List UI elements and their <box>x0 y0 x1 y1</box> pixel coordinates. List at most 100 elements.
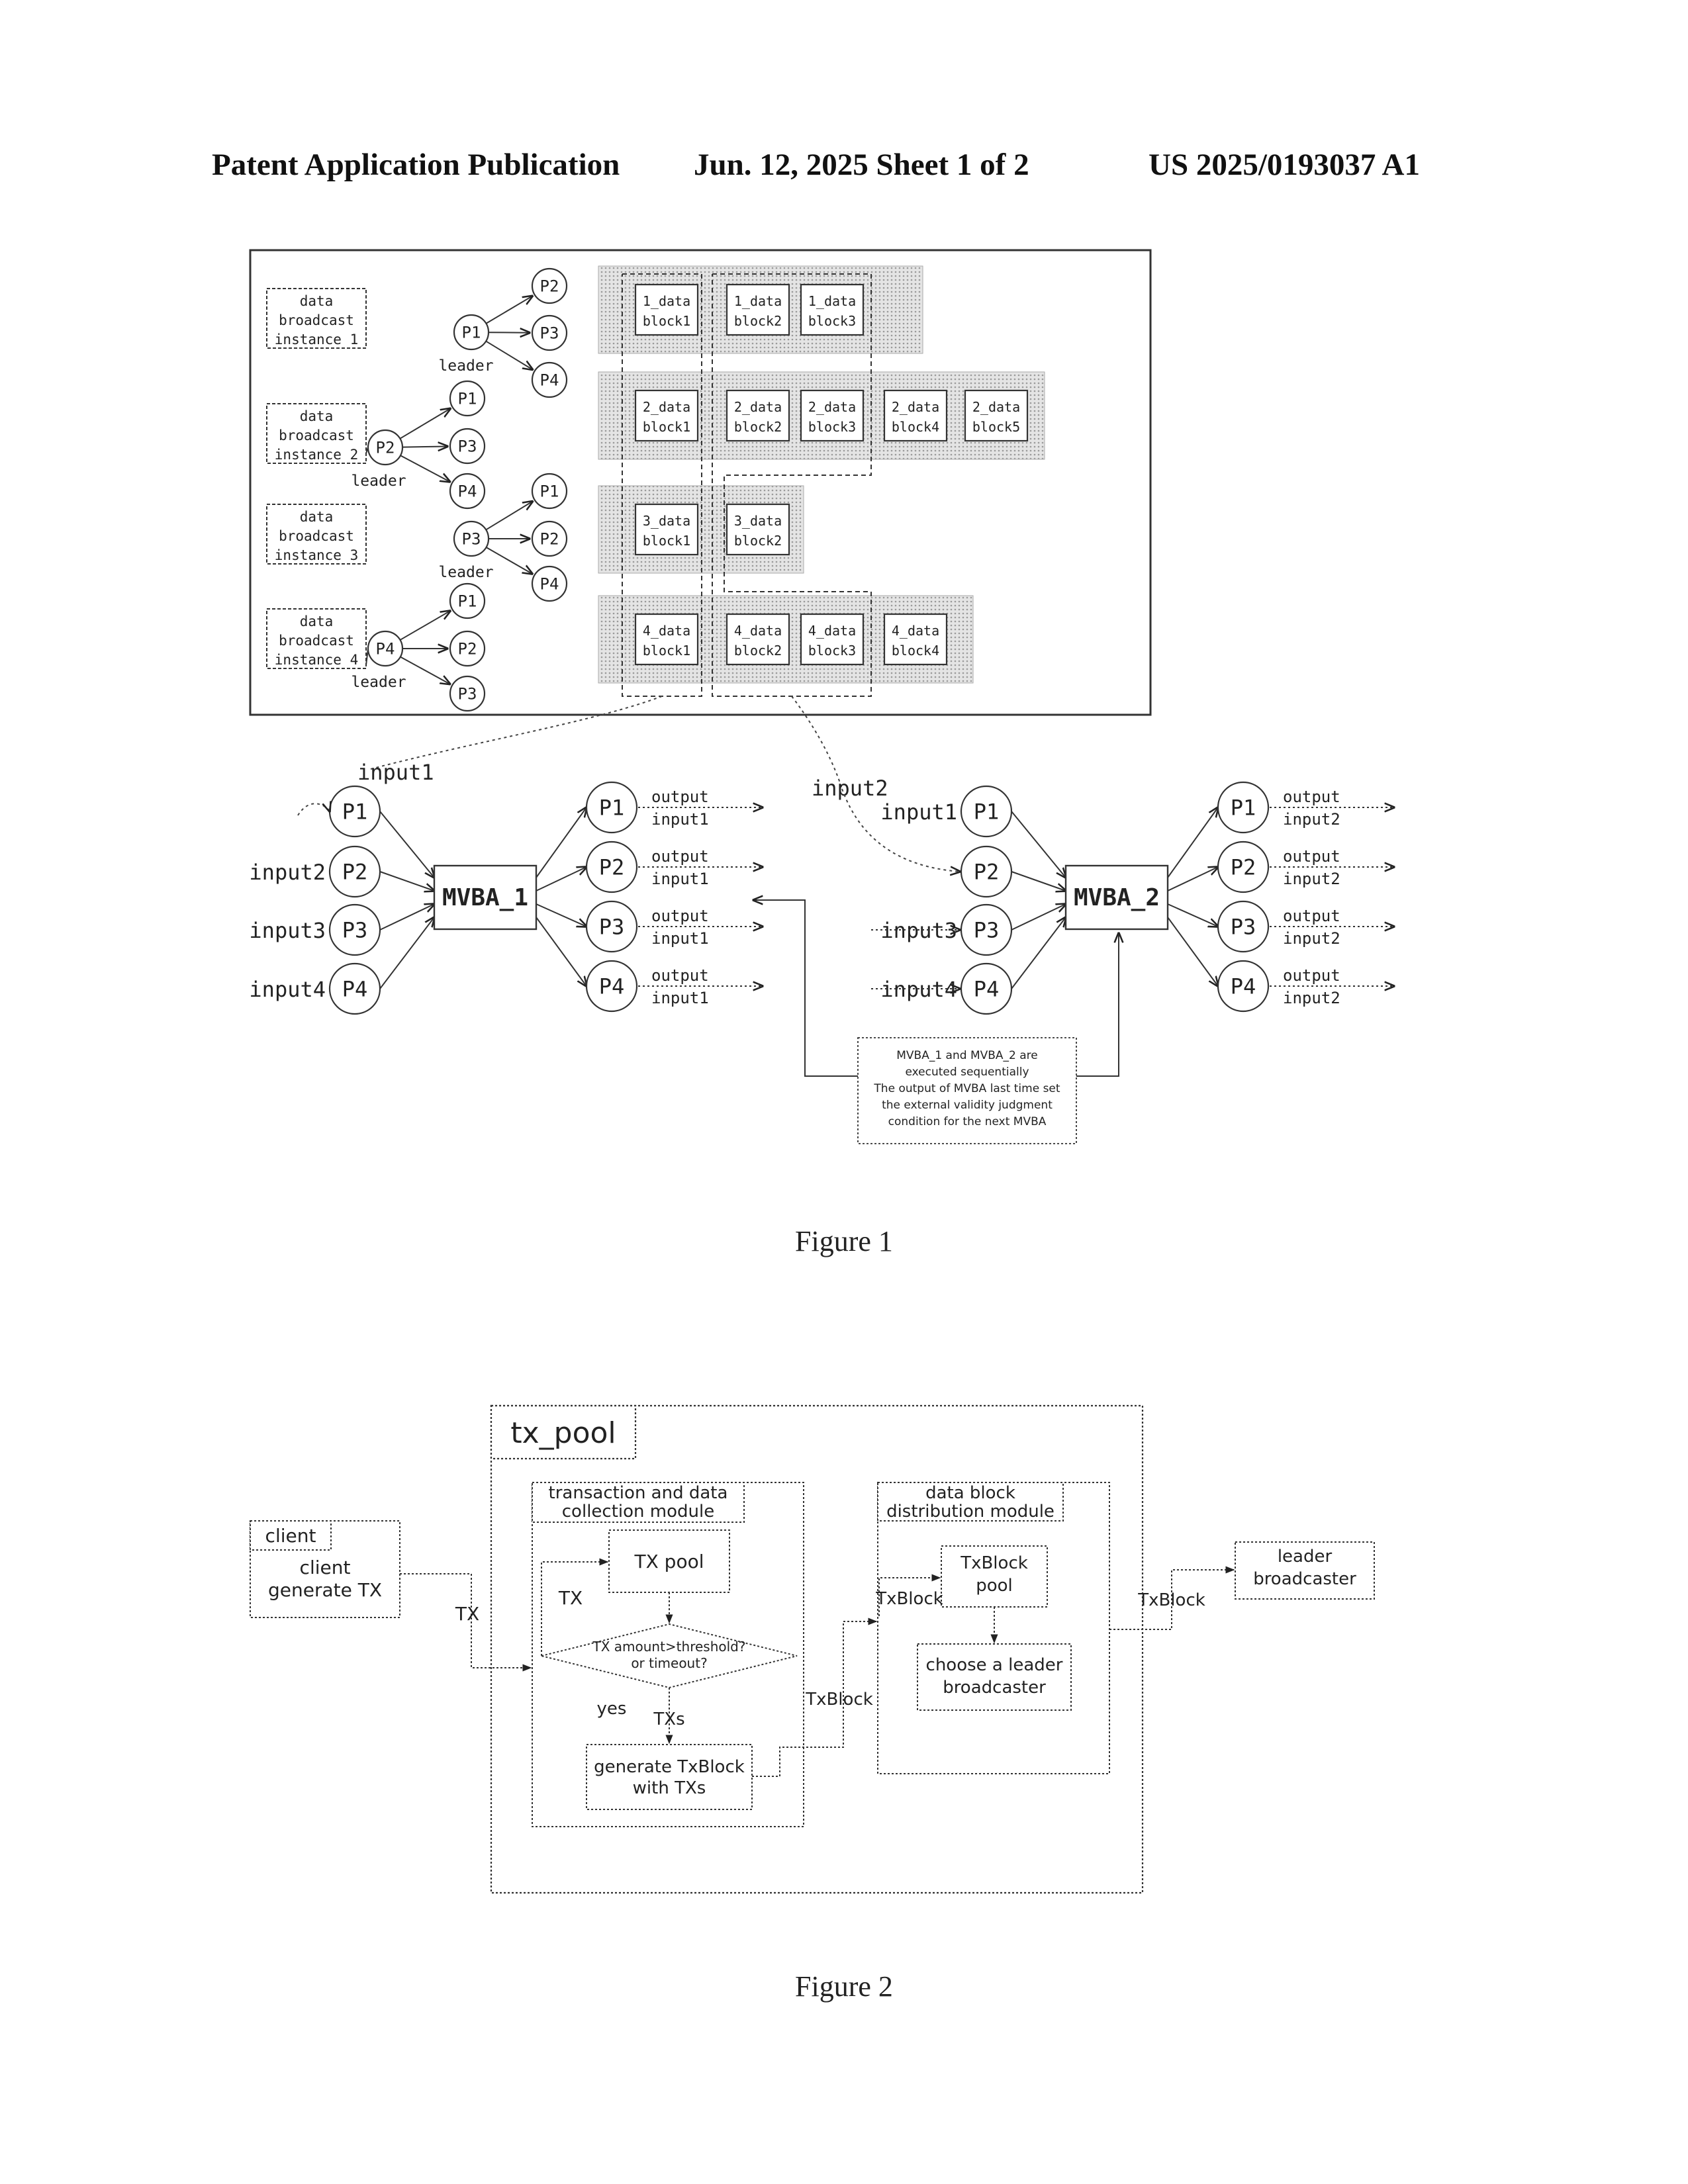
mvba1-output-l2-4: input1 <box>651 989 709 1007</box>
data-block-3-1-name: block1 <box>643 533 690 549</box>
mvba2-in-edge-4 <box>1011 917 1066 989</box>
data-block-1-1-id: 1_data <box>643 293 690 309</box>
leader-broadcaster-line2: broadcaster <box>1253 1569 1356 1589</box>
mvba2-out-edge-3 <box>1168 904 1218 927</box>
edge-tx2-label: TX <box>558 1587 583 1609</box>
decision-line2: or timeout? <box>631 1655 707 1671</box>
data-block-2-1-id: 2_data <box>643 399 690 415</box>
choose-leader-line1: choose a leader <box>926 1655 1063 1675</box>
mvba1-name: MVBA_1 <box>442 884 528 911</box>
mvba2-name: MVBA_2 <box>1074 884 1160 911</box>
mvba1-input-node-2-label: P2 <box>342 860 368 885</box>
mvba1-output-node-2-label: P2 <box>599 855 625 880</box>
mvba2-output-node-2-label: P2 <box>1231 855 1256 880</box>
data-block-4-3-id: 4_data <box>808 623 856 639</box>
data-block-2-1-name: block1 <box>643 419 690 435</box>
mvba2-in-edge-3 <box>1011 904 1066 930</box>
tx-pool-title: tx_pool <box>510 1416 616 1450</box>
distribution-module-line2: distribution module <box>886 1502 1055 1522</box>
mvba2-in-edge-1 <box>1011 811 1066 878</box>
txblock-pool-line1: TxBlock <box>960 1553 1028 1573</box>
mvba2-in-edge-2 <box>1011 872 1066 891</box>
generate-box <box>586 1745 752 1809</box>
mvba2-input-node-3-label: P3 <box>974 918 1000 943</box>
leader-node-2-label: P2 <box>376 439 395 457</box>
target-node-4-3-label: P3 <box>458 685 477 704</box>
target-node-2-2-label: P3 <box>458 437 477 456</box>
mvba1-output-l2-2: input1 <box>651 870 709 888</box>
mvba2-out-edge-1 <box>1168 807 1218 878</box>
mvba2-input-node-1-label: P1 <box>974 799 1000 825</box>
data-block-2-4-id: 2_data <box>892 399 939 415</box>
mvba2-output-l1-1: output <box>1283 788 1340 806</box>
mvba1-in-edge-2 <box>380 872 434 891</box>
mvba2-output-node-4-label: P4 <box>1231 974 1256 999</box>
instance-2-line1: data <box>300 408 334 424</box>
edge-txblock3-label: TxBlock <box>1137 1590 1205 1610</box>
mvba2-output-l2-4: input2 <box>1283 989 1340 1007</box>
client-body-line2: generate TX <box>268 1579 382 1601</box>
target-node-1-3-label: P4 <box>540 371 559 390</box>
mvba2-out-edge-4 <box>1168 917 1218 986</box>
mvba1-out-edge-1 <box>536 807 586 878</box>
generate-line1: generate TxBlock <box>594 1757 745 1777</box>
instance-3-line2: broadcast <box>279 528 354 544</box>
generate-line2: with TXs <box>633 1778 706 1798</box>
data-block-4-2-id: 4_data <box>734 623 782 639</box>
data-block-4-1-id: 4_data <box>643 623 690 639</box>
instance-4-line3: instance 4 <box>275 652 358 668</box>
mvba1-output-node-4-label: P4 <box>599 974 625 999</box>
data-block-1-3-name: block3 <box>808 313 856 329</box>
mvba2-output-node-3-label: P3 <box>1231 915 1256 940</box>
note-line-4: the external validity judgment <box>882 1099 1053 1112</box>
mvba1-in-edge-3 <box>380 904 434 930</box>
target-node-4-2-label: P2 <box>458 640 477 659</box>
note-line-5: condition for the next MVBA <box>888 1115 1047 1128</box>
data-block-2-4-name: block4 <box>892 419 939 435</box>
instance-1-arrow <box>489 332 530 333</box>
collection-module-line1: transaction and data <box>549 1483 728 1503</box>
note-line-2: executed sequentially <box>905 1066 1029 1079</box>
leader-node-1-label: P1 <box>462 324 481 342</box>
data-block-2-3-id: 2_data <box>808 399 856 415</box>
mvba1-out-edge-2 <box>536 867 586 891</box>
data-block-1-3-id: 1_data <box>808 293 856 309</box>
leader-label-3: leader <box>438 564 493 581</box>
mvba1-output-l2-3: input1 <box>651 929 709 948</box>
data-block-1-2-name: block2 <box>734 313 782 329</box>
note-to-mvba1 <box>753 900 858 1076</box>
instance-4-line2: broadcast <box>279 633 354 649</box>
mvba2-output-l1-4: output <box>1283 966 1340 985</box>
target-node-4-1-label: P1 <box>458 592 477 611</box>
mvba2-output-l2-1: input2 <box>1283 810 1340 829</box>
mvba2-input-node-4-label: P4 <box>974 977 1000 1002</box>
mvba1-input-label-3: input3 <box>249 918 326 943</box>
collection-module-line2: collection module <box>562 1502 714 1522</box>
mvba1-output-node-3-label: P3 <box>599 915 625 940</box>
mvba2-out-edge-2 <box>1168 867 1218 891</box>
mvba1-top-input: input1 <box>357 760 434 785</box>
client-body-line1: client <box>300 1557 351 1578</box>
note-to-mvba2 <box>1076 933 1119 1076</box>
edge-txblock2-label: TxBlock <box>875 1589 943 1609</box>
mvba1-out-edge-3 <box>536 904 586 927</box>
note-line-3: The output of MVBA last time set <box>873 1082 1060 1095</box>
mvba2-output-l1-3: output <box>1283 907 1340 925</box>
target-node-2-3-label: P4 <box>458 482 477 501</box>
leader-node-3-label: P3 <box>462 530 481 549</box>
edge-tx1-label: TX <box>455 1603 479 1625</box>
data-block-2-5-name: block5 <box>972 419 1020 435</box>
leader-broadcaster-line1: leader <box>1278 1547 1333 1567</box>
target-node-1-2-label: P3 <box>540 324 559 343</box>
mvba1-output-l1-4: output <box>651 966 709 985</box>
choose-leader-box <box>917 1644 1071 1710</box>
target-node-2-1-label: P1 <box>458 390 477 408</box>
data-block-4-1-name: block1 <box>643 643 690 659</box>
data-block-4-4-name: block4 <box>892 643 939 659</box>
leader-node-4-label: P4 <box>376 640 395 659</box>
data-block-4-4-id: 4_data <box>892 623 939 639</box>
mvba1-input-label-4: input4 <box>249 977 326 1002</box>
instance-3-line3: instance 3 <box>275 547 358 563</box>
data-block-4-3-name: block3 <box>808 643 856 659</box>
